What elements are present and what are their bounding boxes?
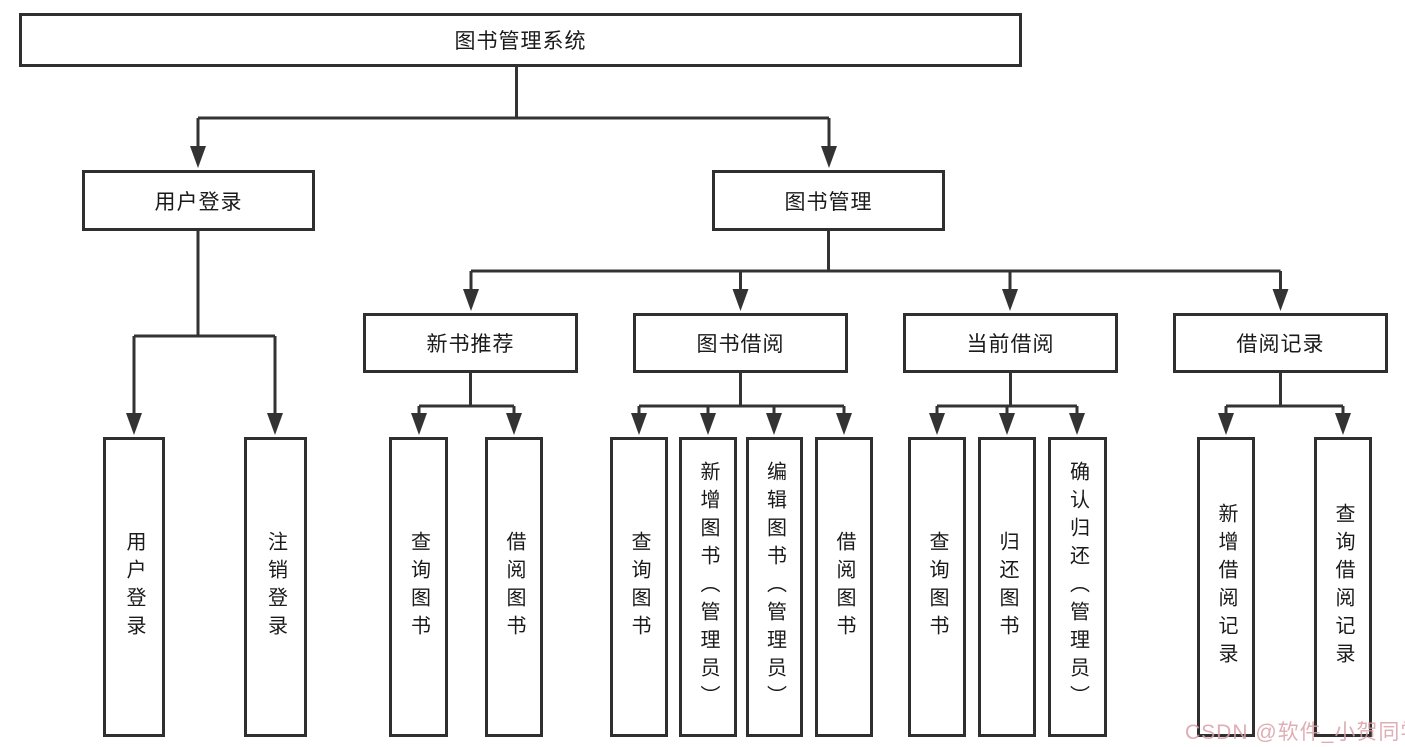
csdn-watermark: CSDN @软件_小贺同学 [1185, 721, 1405, 744]
arrowhead [1272, 289, 1289, 311]
node-new-book-recommend: 新书推荐 [363, 313, 578, 373]
node-user-login-action: 用户登录 [103, 437, 165, 737]
node-label: 查询图书 [407, 531, 430, 643]
node-label: 图书借阅 [696, 333, 785, 356]
node-add-borrow-record: 新增借阅记录 [1197, 437, 1255, 737]
connector-path [132, 67, 1345, 415]
arrowhead [126, 413, 142, 435]
arrowhead [732, 289, 749, 311]
node-confirm-return-admin: 确认归还（管理员） [1048, 437, 1107, 737]
arrowhead [836, 413, 852, 435]
node-edit-books-admin: 编辑图书（管理员） [746, 437, 803, 737]
node-label: 借阅记录 [1236, 333, 1325, 356]
node-return-books: 归还图书 [978, 437, 1036, 737]
node-current-borrowing: 当前借阅 [903, 313, 1118, 373]
arrowhead [999, 413, 1015, 435]
arrowheads [126, 146, 1351, 435]
node-label: 新增借阅记录 [1215, 503, 1237, 671]
node-label: 用户登录 [123, 531, 145, 643]
arrowhead [1218, 413, 1234, 435]
node-book-borrowing: 图书借阅 [633, 313, 848, 373]
node-label: 图书管理 [784, 190, 873, 214]
node-borrow-books-recommend: 借阅图书 [485, 437, 543, 737]
node-label: 借阅图书 [833, 531, 855, 643]
node-borrow-records: 借阅记录 [1173, 313, 1388, 373]
arrowhead [190, 146, 206, 168]
arrowhead [631, 413, 647, 435]
node-book-management: 图书管理 [712, 170, 945, 231]
node-label: 查询图书 [628, 531, 650, 643]
node-label: 新书推荐 [426, 333, 515, 356]
node-logout: 注销登录 [244, 437, 307, 737]
arrowhead [1002, 289, 1018, 311]
node-add-books-admin: 新增图书（管理员） [679, 437, 737, 737]
node-borrow-books-action: 借阅图书 [815, 437, 873, 737]
arrowhead [1069, 413, 1085, 435]
arrowhead [929, 413, 945, 435]
arrowhead [463, 289, 479, 311]
arrowhead [700, 413, 716, 435]
node-label: 注销登录 [264, 531, 287, 643]
arrowhead [766, 413, 782, 435]
node-query-books-recommend: 查询图书 [389, 437, 448, 737]
arrowhead [506, 413, 522, 435]
node-label: 用户登录 [154, 190, 243, 214]
arrowhead [267, 413, 283, 435]
node-user-login: 用户登录 [82, 170, 315, 231]
node-label: 编辑图书（管理员） [763, 461, 786, 713]
node-label: 确认归还（管理员） [1066, 461, 1089, 713]
node-label: 借阅图书 [503, 531, 525, 643]
node-library-system: 图书管理系统 [19, 13, 1022, 67]
node-label: 查询图书 [926, 531, 948, 643]
node-query-borrow-record: 查询借阅记录 [1314, 437, 1372, 737]
node-label: 查询借阅记录 [1332, 503, 1354, 671]
arrowhead [821, 146, 837, 168]
node-label: 当前借阅 [966, 333, 1055, 356]
node-label: 新增图书（管理员） [697, 461, 719, 713]
node-query-books-borrow: 查询图书 [610, 437, 668, 737]
arrowhead [1335, 413, 1351, 435]
node-query-books-current: 查询图书 [908, 437, 966, 737]
node-label: 归还图书 [996, 531, 1018, 643]
node-label: 图书管理系统 [454, 30, 587, 53]
arrowhead [411, 413, 427, 435]
